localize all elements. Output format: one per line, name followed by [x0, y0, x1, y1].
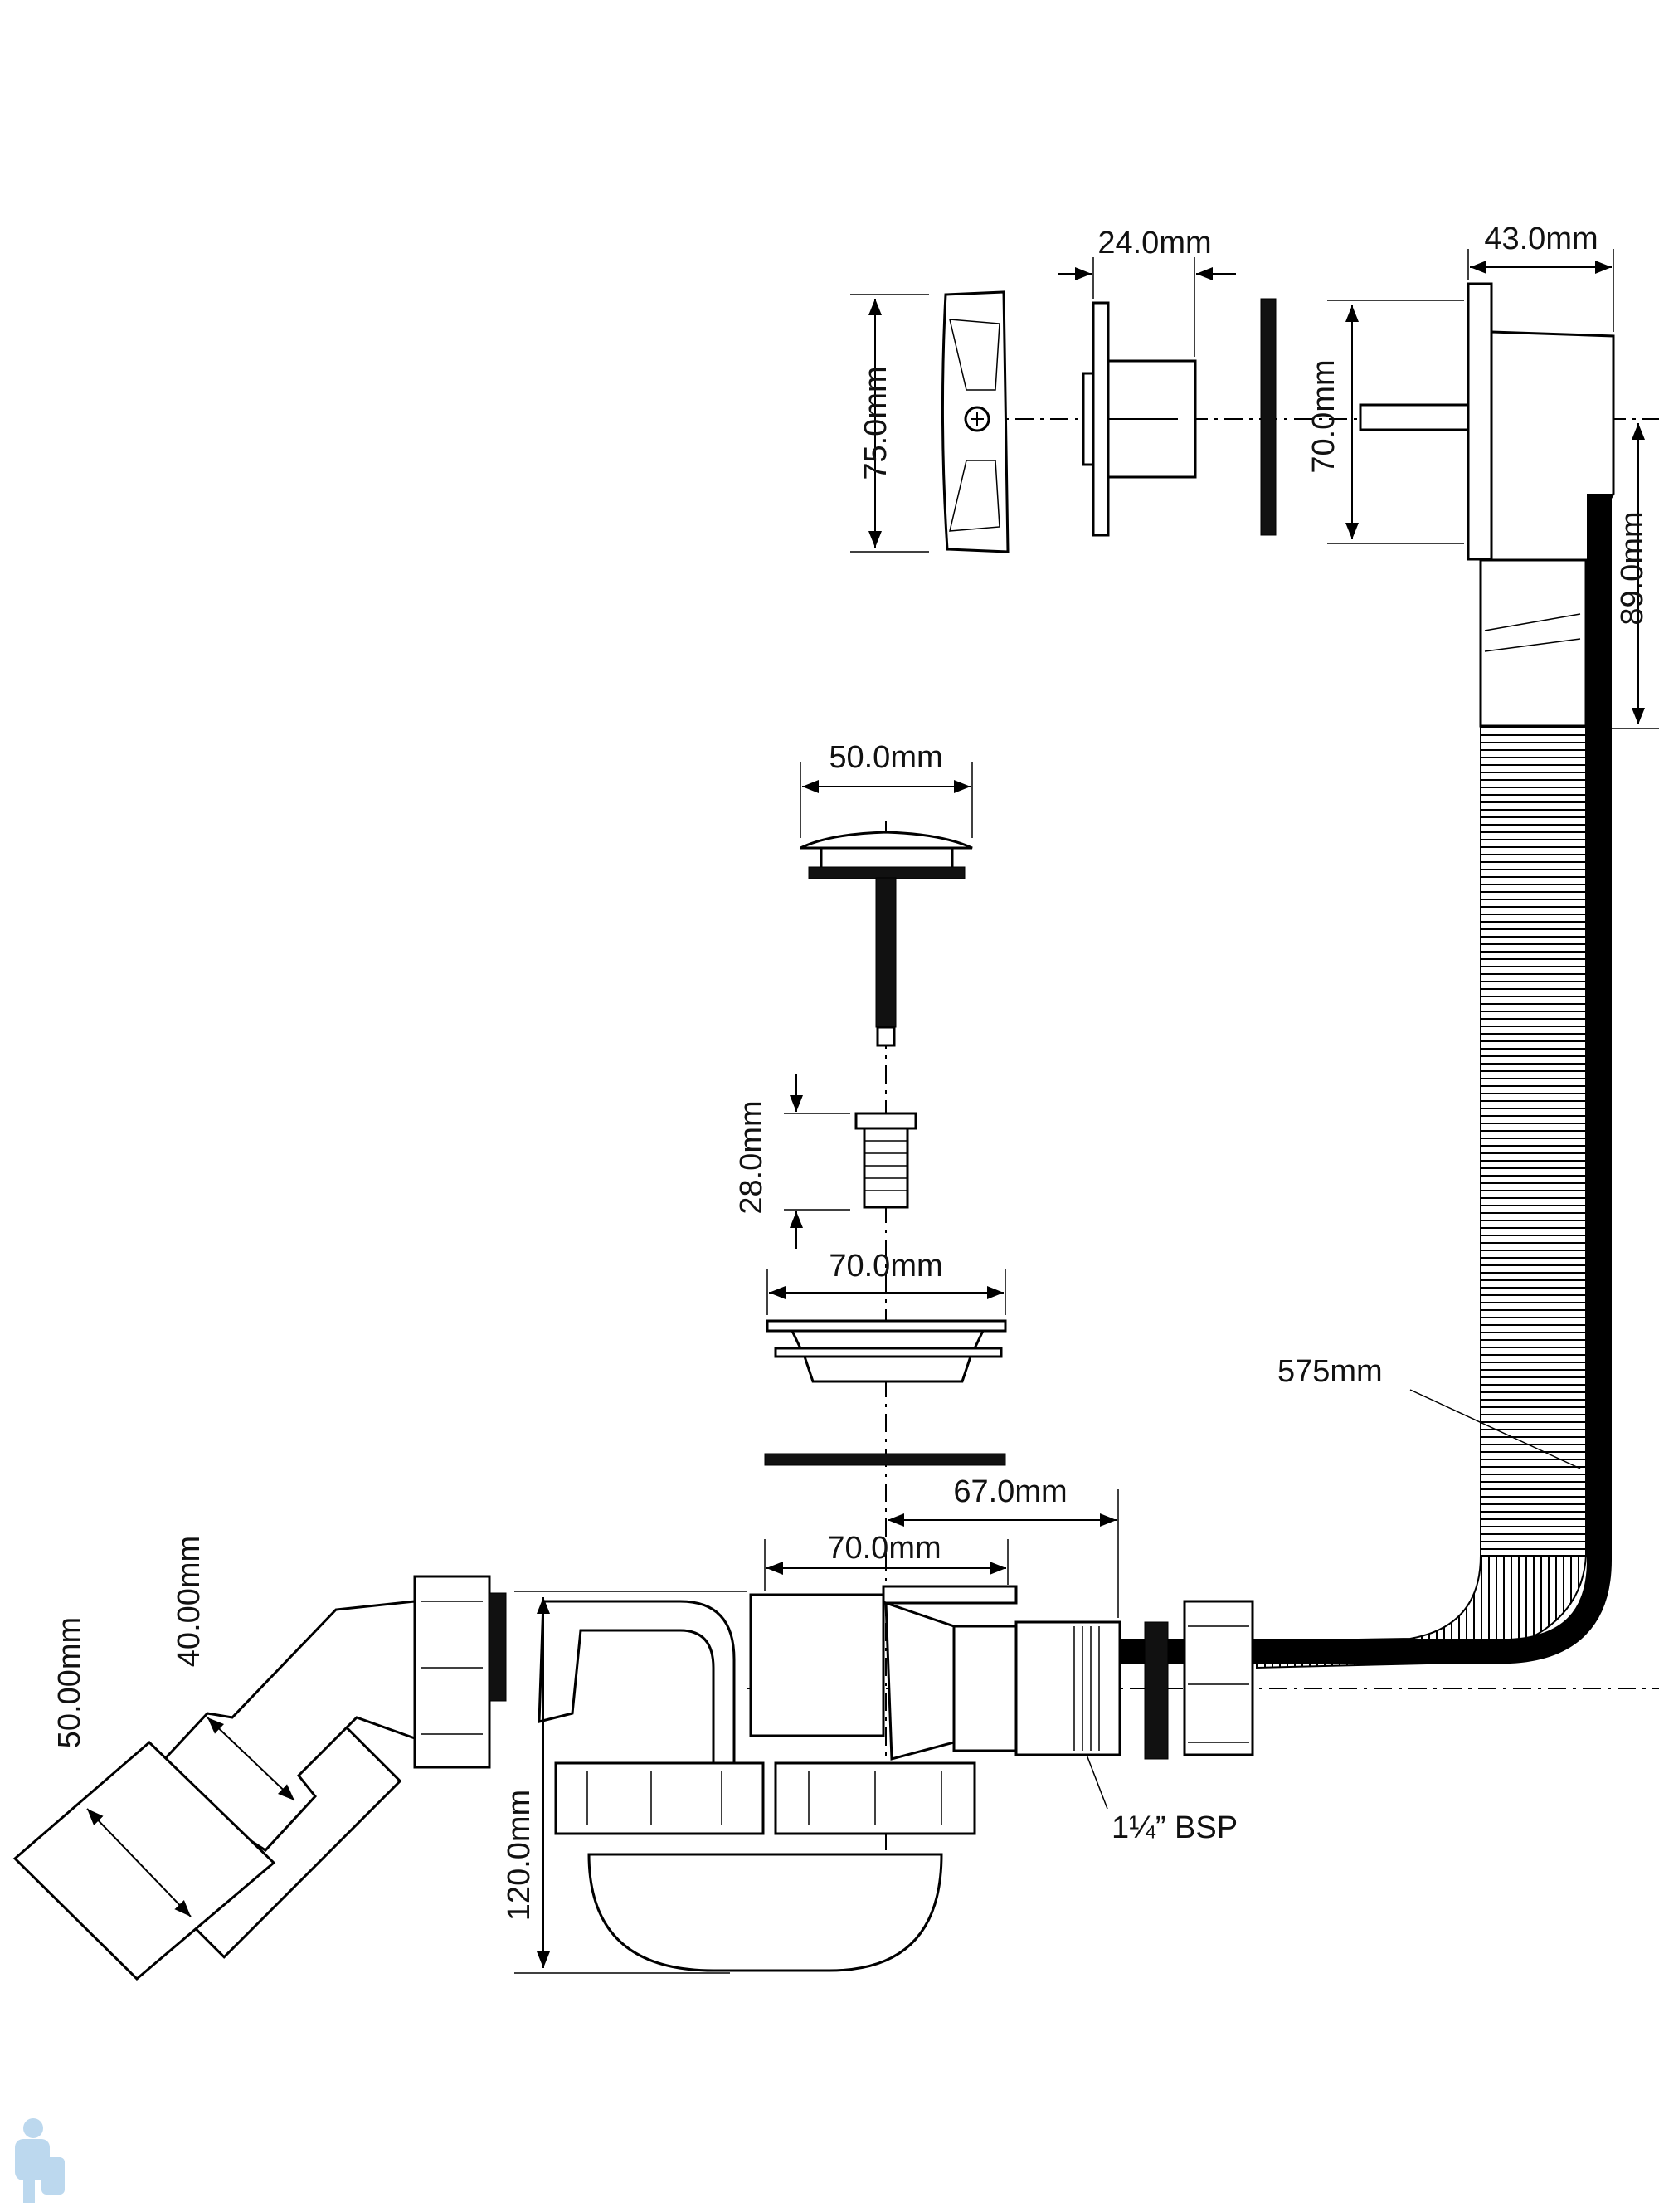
overflow-gasket	[1260, 298, 1277, 536]
waste-gasket	[764, 1453, 1006, 1466]
waste-flange	[766, 1319, 1007, 1383]
dim-overflow-cover-height: 75.0mm	[859, 366, 893, 480]
pop-up-plug	[800, 831, 973, 1047]
trap-body	[413, 1575, 1254, 1972]
dim-spindle-width: 24.0mm	[1097, 226, 1211, 261]
dim-waste-flange-diameter: 70.0mm	[829, 1249, 942, 1284]
overflow-cover	[941, 290, 1010, 553]
dim-overflow-body-depth: 43.0mm	[1484, 222, 1598, 256]
plumber-logo	[15, 2118, 65, 2203]
dim-hose-length: 575mm	[1277, 1354, 1383, 1389]
dim-trap-depth: 120.0mm	[502, 1790, 537, 1921]
dim-overflow-body-height: 70.0mm	[1306, 359, 1341, 473]
overflow-spindle	[1082, 301, 1197, 537]
dim-outlet-small-diameter: 40.00mm	[172, 1536, 207, 1667]
dim-strainer-height: 28.0mm	[734, 1100, 769, 1214]
dim-trap-body-width: 70.0mm	[827, 1531, 941, 1566]
dim-trap-outlet-offset: 67.0mm	[953, 1474, 1067, 1509]
label-thread-size: 1¼” BSP	[1112, 1810, 1238, 1845]
dim-plug-diameter: 50.0mm	[829, 740, 942, 775]
strainer	[854, 1112, 917, 1209]
overflow-body	[1359, 282, 1615, 728]
dim-outlet-large-diameter: 50.00mm	[52, 1617, 87, 1748]
flexible-hose	[896, 494, 1612, 1669]
dim-overflow-offset: 89.0mm	[1615, 511, 1650, 625]
